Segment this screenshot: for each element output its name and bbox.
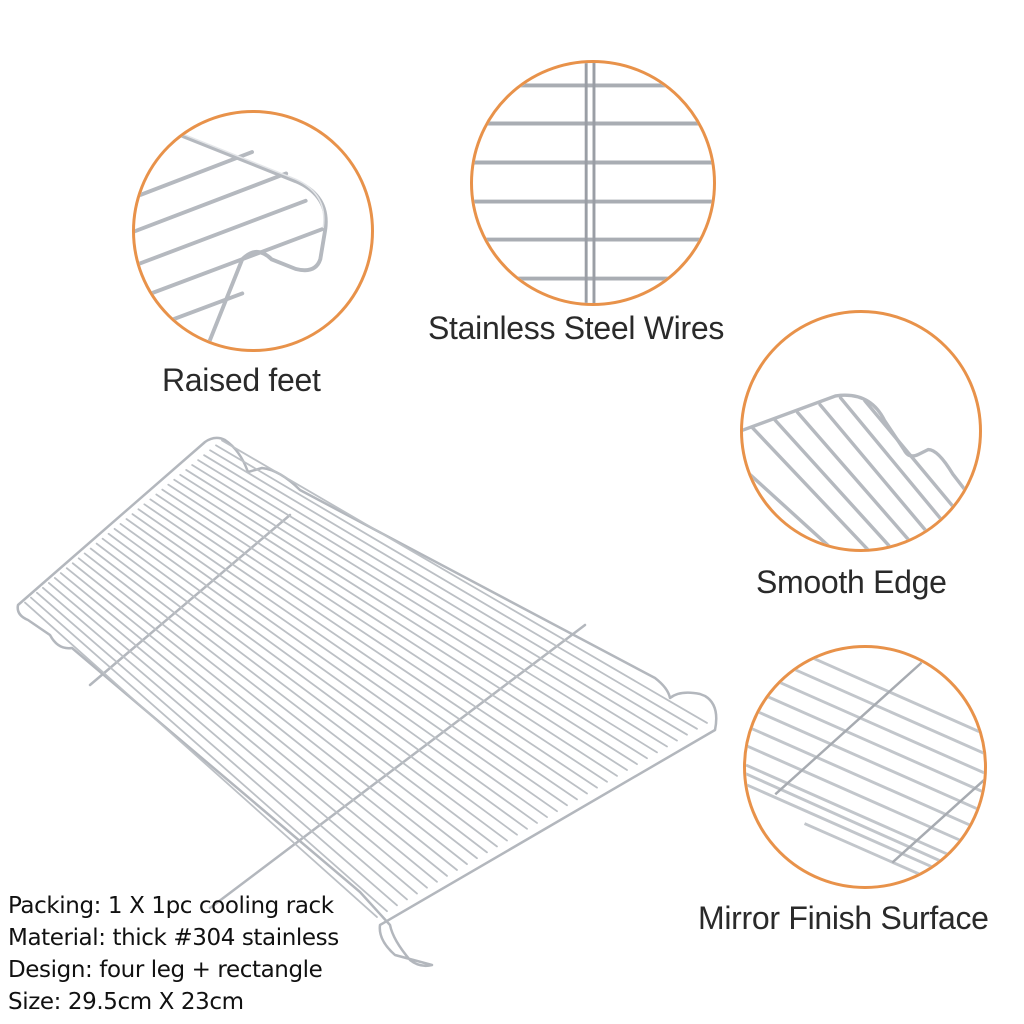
raised-feet-label: Raised feet <box>162 362 321 398</box>
smooth-edge-wire-icon <box>743 393 979 549</box>
stainless-steel-wires-label: Stainless Steel Wires <box>428 310 725 346</box>
smooth-edge-detail-circle <box>740 310 982 552</box>
smooth-edge-label: Smooth Edge <box>756 564 947 600</box>
mirror-finish-wire-icon <box>746 648 984 886</box>
raised-feet-detail-circle <box>132 110 374 352</box>
product-specs: Packing: 1 X 1pc cooling rack Material: … <box>8 890 339 1018</box>
steel-wires-icon <box>473 63 713 303</box>
spec-design: Design: four leg + rectangle <box>8 957 323 983</box>
cooling-rack-image <box>0 420 740 980</box>
spec-material: Material: thick #304 stainless <box>8 925 339 951</box>
stainless-steel-wires-detail-circle <box>470 60 716 306</box>
spec-packing: Packing: 1 X 1pc cooling rack <box>8 893 334 919</box>
mirror-finish-surface-detail-circle <box>743 645 987 889</box>
raised-feet-wire-icon <box>135 129 328 349</box>
mirror-finish-surface-label: Mirror Finish Surface <box>698 900 989 936</box>
spec-size: Size: 29.5cm X 23cm <box>8 989 244 1015</box>
